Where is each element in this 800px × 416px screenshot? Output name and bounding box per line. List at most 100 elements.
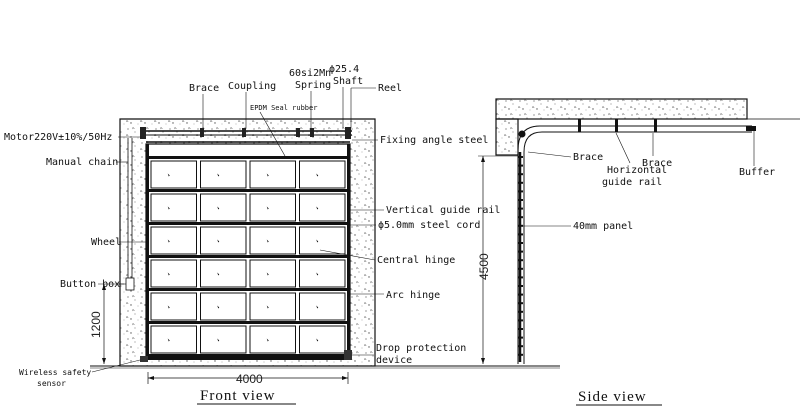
label-brace: Brace — [189, 83, 219, 94]
side-hinge — [518, 242, 523, 244]
panel-joint — [149, 321, 347, 324]
panel-joint — [149, 288, 347, 291]
door-panel — [249, 193, 296, 222]
wireless-sensor — [140, 356, 148, 362]
door-panel — [249, 259, 296, 288]
label-shaft-1: ϕ25.4 — [329, 64, 359, 75]
side-lintel — [495, 118, 519, 156]
side-ceiling-slab — [495, 98, 748, 120]
side-hinge — [518, 328, 523, 330]
side-hinge — [518, 233, 523, 236]
label-spring-1: 60si2Mn — [289, 68, 331, 79]
front-shaft — [140, 127, 352, 143]
side-label-brace-2: Brace — [642, 158, 672, 169]
front-callouts: Brace Coupling EPDM Seal rubber 60si2Mn … — [4, 64, 500, 388]
door-panel — [249, 226, 296, 255]
panel-mark — [316, 173, 319, 177]
panel-mark — [217, 338, 220, 342]
side-hinge — [518, 173, 523, 176]
label-coupling: Coupling — [228, 81, 276, 92]
side-hinge — [518, 285, 523, 287]
side-hinge — [518, 207, 523, 210]
door-panel — [200, 259, 247, 288]
side-hinge — [518, 336, 523, 339]
side-hinge — [518, 310, 523, 313]
bottom-seal — [146, 356, 350, 360]
label-arc-hinge: Arc hinge — [386, 290, 440, 301]
panel-mark — [167, 305, 170, 309]
panel-mark — [266, 206, 269, 210]
panel-mark — [266, 272, 269, 276]
label-button-box: Button box — [60, 279, 120, 290]
door-panel — [249, 325, 296, 354]
panel-mark — [217, 206, 220, 210]
door-panel — [200, 325, 247, 354]
side-view-title: Side view — [578, 389, 647, 405]
label-drop-2: device — [376, 355, 412, 366]
door-panel — [150, 226, 197, 255]
side-hinge — [518, 345, 523, 348]
panel-mark — [316, 338, 319, 342]
side-label-brace: Brace — [573, 152, 603, 163]
side-hinge — [518, 259, 523, 262]
panel-mark — [217, 173, 220, 177]
panel-mark — [167, 239, 170, 243]
side-label-horizontal-1: Horizontal — [607, 165, 667, 176]
door-panel — [200, 193, 247, 222]
front-view: 4000 1200 Front view — [89, 118, 560, 405]
door-panel — [299, 160, 346, 189]
label-central-hinge: Central hinge — [377, 255, 455, 266]
side-hinge — [518, 190, 523, 193]
door-panel — [200, 292, 247, 321]
panel-mark — [217, 305, 220, 309]
left-guide-rail — [146, 144, 149, 358]
door-panel — [299, 292, 346, 321]
label-shaft-2: Shaft — [333, 76, 363, 87]
label-epdm: EPDM Seal rubber — [250, 104, 317, 112]
door-panel — [150, 325, 197, 354]
panel-joint — [149, 354, 347, 357]
panel-mark — [316, 305, 319, 309]
door-panel — [299, 193, 346, 222]
side-guide-rail — [517, 119, 756, 364]
panel-joint — [149, 156, 347, 159]
door-panel — [200, 226, 247, 255]
label-vertical-rail: Vertical guide rail — [386, 205, 500, 216]
side-label-horizontal-2: guide rail — [602, 177, 662, 188]
panel-mark — [217, 272, 220, 276]
label-drop-1: Drop protection — [376, 343, 466, 354]
door-panel — [150, 259, 197, 288]
door-panel — [200, 160, 247, 189]
height-dimension-label: 1200 — [89, 311, 103, 338]
side-hinge — [518, 199, 523, 201]
door-panel — [249, 160, 296, 189]
side-hinge — [518, 224, 523, 227]
width-dimension: 4000 — [147, 372, 349, 386]
door-panel — [249, 292, 296, 321]
panel-mark — [316, 239, 319, 243]
side-hinge — [518, 250, 523, 253]
label-steel-cord: ϕ5.0mm steel cord — [378, 220, 480, 231]
side-door-panel — [518, 152, 523, 362]
side-label-buffer: Buffer — [739, 167, 775, 178]
door-panel — [299, 259, 346, 288]
front-view-title: Front view — [200, 388, 275, 404]
right-guide-rail — [347, 144, 350, 358]
door-panel — [150, 160, 197, 189]
label-fixing-angle: Fixing angle steel — [380, 135, 488, 146]
side-view: 4500 Brace Brace Horizontal guide rail B… — [477, 98, 800, 406]
panel-mark — [167, 338, 170, 342]
panel-mark — [266, 173, 269, 177]
panel-mark — [266, 338, 269, 342]
label-motor: Motor220V±10%/50Hz — [4, 132, 112, 143]
side-hinge — [518, 216, 523, 219]
side-hinge — [518, 302, 523, 305]
door-panel — [299, 226, 346, 255]
side-hinge — [518, 267, 523, 270]
side-hinge — [518, 164, 523, 167]
drop-protection-device — [344, 350, 352, 360]
side-dimension-label: 4500 — [477, 253, 491, 280]
side-hinge — [518, 293, 523, 296]
label-manual-chain: Manual chain — [46, 157, 118, 168]
panel-joint — [149, 222, 347, 225]
